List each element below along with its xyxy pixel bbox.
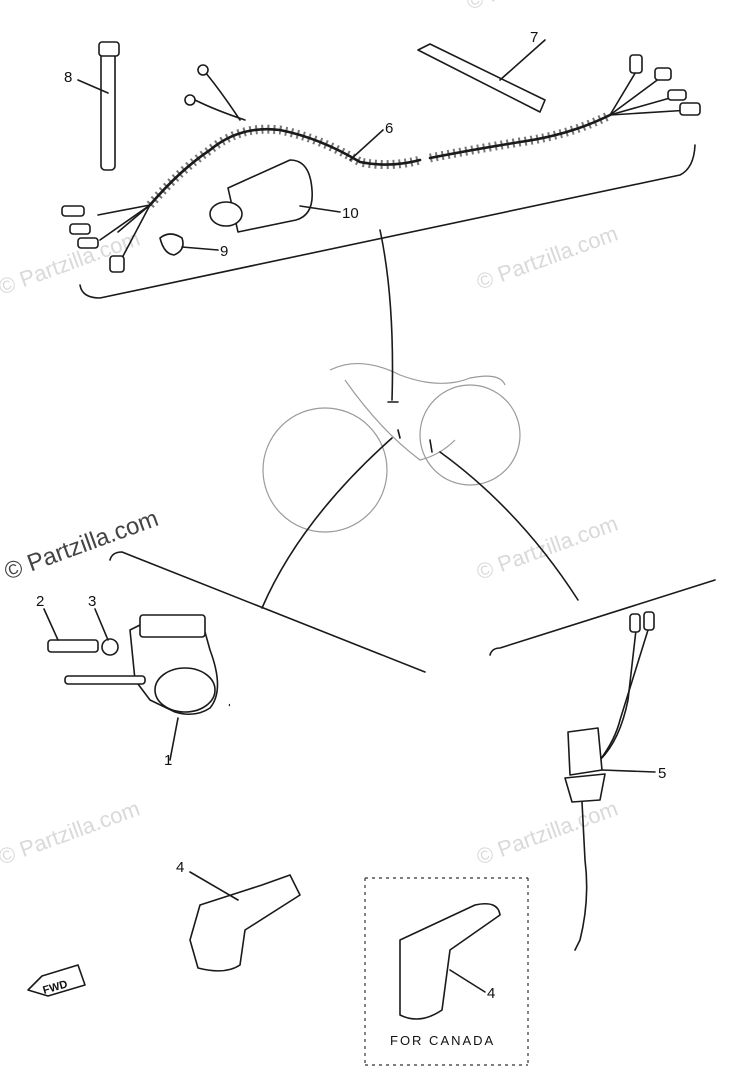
washer-3 (101, 638, 119, 656)
callout-label: 2 (36, 593, 44, 610)
callout-label: 4 (176, 859, 184, 876)
ignition-coil-panel (47, 551, 426, 972)
watermark: © Partzilla.com (473, 221, 621, 295)
spark-plug-cap-4 (189, 874, 301, 972)
cable-tie-8 (100, 49, 116, 171)
watermark: © Partzilla.com (473, 511, 621, 585)
callout-label: 4 (487, 985, 495, 1002)
fwd-arrow-icon: FWD (27, 964, 86, 997)
callout-label: 5 (658, 765, 666, 782)
motorcycle-locator (262, 362, 521, 533)
callout-label: 9 (220, 243, 228, 260)
neutral-switch-5 (567, 727, 603, 776)
callout-label: 6 (385, 120, 393, 137)
callout-label: 10 (342, 205, 359, 222)
watermark: © Partzilla.com (1, 505, 162, 586)
watermark: © Partzilla.com (463, 0, 611, 15)
callout-label: 1 (164, 752, 172, 769)
pointer-harness (379, 229, 394, 401)
pointer-coil (261, 437, 393, 609)
inset-caption: FOR CANADA (390, 1033, 495, 1048)
condenser-10 (227, 159, 313, 233)
wire-harness-panel (61, 41, 701, 299)
callout-label: 7 (530, 29, 538, 46)
canada-inset: FOR CANADA (364, 877, 529, 1066)
callout-label: 8 (64, 69, 72, 86)
cable-tie-7 (417, 43, 546, 113)
neutral-switch-panel (489, 579, 716, 951)
bolt-2 (47, 639, 99, 653)
clamp-9 (159, 233, 184, 256)
pointer-switch (439, 451, 579, 601)
watermark: © Partzilla.com (473, 796, 621, 870)
spark-plug-cap-4-canada (399, 902, 501, 1020)
watermark: © Partzilla.com (0, 796, 143, 870)
callout-label: 3 (88, 593, 96, 610)
